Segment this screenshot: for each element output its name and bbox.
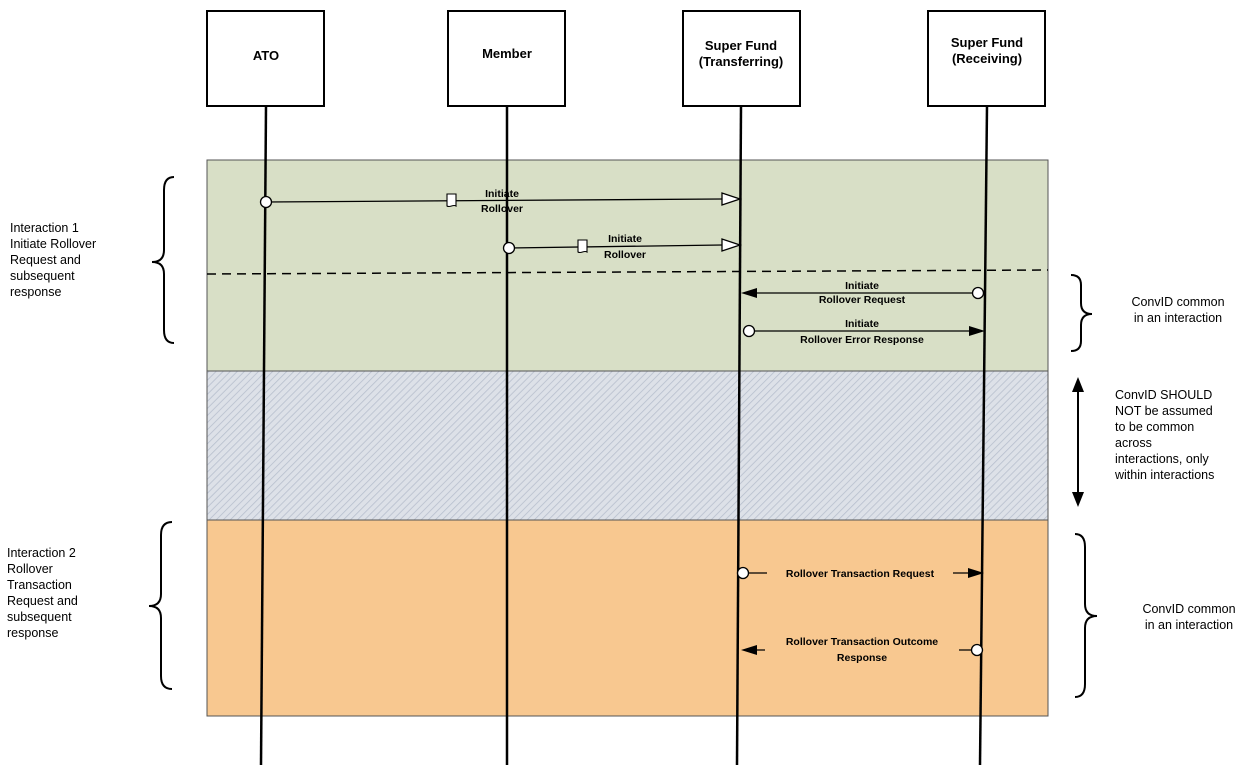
note-convid-common-1: ConvID common in an interaction [1131,295,1224,325]
label-line: Initiate Rollover [10,237,96,251]
label-line: Request and [10,253,81,267]
label-line: subsequent [10,269,75,283]
filled-arrowhead-icon [741,288,757,298]
message-label-line-1: Initiate [485,188,519,200]
message-label-background [765,634,959,665]
message-line [508,244,723,249]
actor-box [206,10,325,107]
note-line: in an interaction [1145,618,1233,632]
note-line: across [1115,436,1152,450]
message-label-line-1: Initiate [845,318,879,330]
open-arrowhead-icon [721,238,743,252]
message-origin-dot [970,643,984,657]
actor-super-fund-transferring: Super Fund (Transferring) [682,10,801,107]
filled-arrowhead-icon [741,645,757,655]
interaction-1-label: Interaction 1 Initiate Rollover Request … [10,221,96,299]
message-initiate-rollover-member: Initiate Rollover [502,233,743,261]
actor-ato: ATO [206,10,325,107]
message-label-line-2: Rollover Error Response [800,334,924,346]
actor-member: Member [447,10,566,107]
actor-box [682,10,801,107]
message-origin-dot [971,286,985,300]
note-line: interactions, only [1115,452,1210,466]
message-initiate-rollover-error-response: Initiate Rollover Error Response [742,318,985,346]
message-label-line-1: Initiate [845,280,879,292]
interaction-1-band [206,159,1049,372]
message-label-line-2: Response [837,652,887,664]
lifeline-transferring [735,105,743,765]
message-initiate-rollover-ato: Initiate Rollover [259,188,743,215]
note-line: NOT be assumed [1115,404,1213,418]
note-line: to be common [1115,420,1194,434]
actor-label-line-1: Super Fund [951,35,1023,50]
label-line: Rollover [7,562,53,576]
label-line: Interaction 2 [7,546,76,560]
dashed-divider [206,269,1049,275]
arrowhead-up-icon [1072,377,1084,392]
message-label-line-1: Initiate [608,233,642,245]
message-origin-dot [502,241,516,255]
note-line: ConvID common [1142,602,1235,616]
message-label-line-2: Rollover [604,249,646,261]
note-line: within interactions [1114,468,1214,482]
left-brace-interaction-2 [148,521,173,690]
actor-box [927,10,1046,107]
message-rollover-transaction-request: Rollover Transaction Request [736,565,984,580]
note-convid-should-not: ConvID SHOULD NOT be assumed to be commo… [1114,388,1214,482]
note-line: ConvID SHOULD [1115,388,1212,402]
arrowhead-down-icon [1072,492,1084,507]
message-label-line-2: Rollover Request [819,294,906,306]
filled-arrowhead-icon [968,568,984,578]
right-brace-convid-1 [1070,274,1093,352]
document-icon [446,193,457,208]
interaction-separator-band [206,370,1049,521]
filled-arrowhead-icon [969,326,985,336]
message-origin-dot [736,566,750,580]
message-label-background [767,565,953,580]
label-line: response [7,626,58,640]
document-icon [577,239,588,254]
actor-super-fund-receiving: Super Fund (Receiving) [927,10,1046,107]
message-rollover-transaction-outcome-response: Rollover Transaction Outcome Response [741,634,984,665]
label-line: response [10,285,61,299]
label-line: Transaction [7,578,72,592]
label-line: Interaction 1 [10,221,79,235]
message-label: Rollover Transaction Request [786,568,935,580]
message-origin-dot [259,195,273,209]
lifeline-ato [259,105,268,765]
actor-label-line-2: (Receiving) [952,51,1022,66]
left-brace-interaction-1 [151,176,175,344]
actor-label-line-2: (Transferring) [699,54,784,69]
actor-label: Member [482,46,532,61]
actor-label-line-1: Super Fund [705,38,777,53]
lifeline-receiving [978,105,989,765]
interaction-2-label: Interaction 2 Rollover Transaction Reque… [7,546,78,640]
message-line [265,198,723,203]
label-line: subsequent [7,610,72,624]
open-arrowhead-icon [721,192,743,206]
message-initiate-rollover-request: Initiate Rollover Request [741,280,985,306]
label-line: Request and [7,594,78,608]
right-brace-convid-2 [1074,533,1098,698]
actor-label: ATO [253,48,279,63]
message-label-line-2: Rollover [481,203,523,215]
interaction-2-band [206,519,1049,717]
note-convid-common-2: ConvID common in an interaction [1142,602,1235,632]
note-line: in an interaction [1134,311,1222,325]
message-origin-dot [742,324,756,338]
note-line: ConvID common [1131,295,1224,309]
message-label-line-1: Rollover Transaction Outcome [786,636,938,648]
double-arrow-icon [1072,377,1084,507]
